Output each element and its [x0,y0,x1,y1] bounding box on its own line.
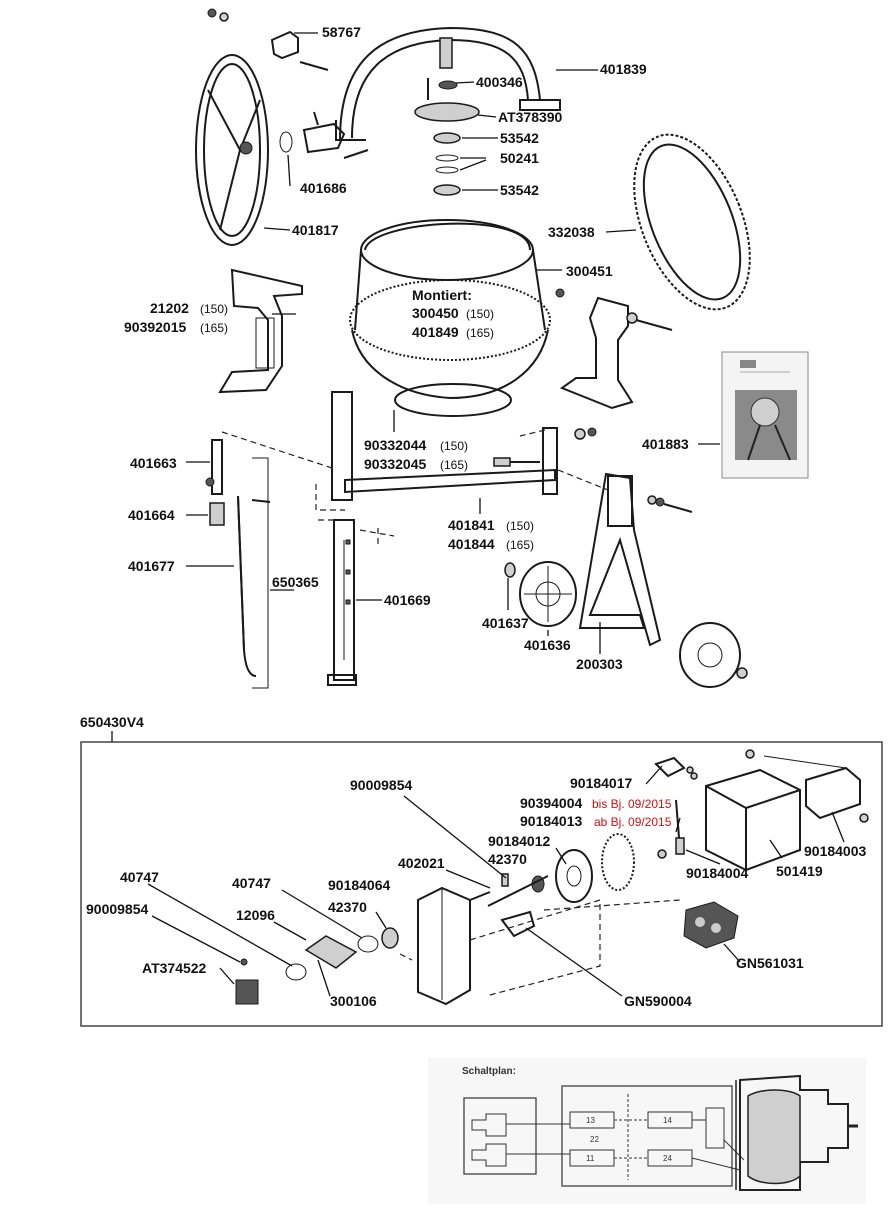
wheel-stand-200303 [578,472,748,688]
label-401839: 401839 [600,61,647,77]
assembly-dash-lines [221,429,609,548]
label-90332045-note: (165) [440,458,468,472]
label-401686: 401686 [300,180,347,196]
wiring-schematic: Schaltplan: 13 11 14 24 22 [428,1058,866,1204]
motor-plate-402021 [417,873,549,1006]
label-21202-note: (150) [200,302,228,316]
motor-leader-lines [147,765,845,997]
label-90184012: 90184012 [488,833,551,849]
label-21202: 21202 [150,300,189,316]
label-58767: 58767 [322,24,361,40]
frame-crossbar-401841 [331,391,597,501]
label-401677: 401677 [128,558,175,574]
label-90184004: 90184004 [686,865,749,881]
label-401883: 401883 [642,436,689,452]
locking-pin-group [205,439,271,689]
side-bracket-right [555,288,673,410]
label-90184017: 90184017 [570,775,633,791]
label-gn561031: GN561031 [736,955,804,971]
label-650365: 650365 [272,574,319,590]
label-401844-note: (165) [506,538,534,552]
manual-booklet-401883 [721,351,809,479]
label-300450: 300450 [412,305,459,321]
label-90184013: 90184013 [520,813,583,829]
schematic-title: Schaltplan: [462,1066,516,1077]
center-shaft-stack [414,37,480,196]
label-40747-a: 40747 [120,869,159,885]
label-300450-note: (150) [466,307,494,321]
label-50241: 50241 [500,150,539,166]
label-53542-a: 53542 [500,130,539,146]
svg-text:14: 14 [663,1116,672,1125]
pulley-and-belt [531,833,667,903]
label-401849-note: (165) [466,326,494,340]
upper-exploded-view [195,8,809,689]
label-90332045: 90332045 [364,456,427,472]
hand-wheel-401817 [195,54,369,246]
svg-text:24: 24 [663,1154,672,1163]
label-401841: 401841 [448,517,495,533]
label-501419: 501419 [776,863,823,879]
label-402021: 402021 [398,855,445,871]
label-401637: 401637 [482,615,529,631]
label-12096: 12096 [236,907,275,923]
note-90394004: bis Bj. 09/2015 [592,797,672,811]
upper-labels: 58767 401839 400346 AT378390 53542 50241… [124,24,689,672]
motor-box-title: 650430V4 [80,714,144,730]
label-90009854-left: 90009854 [86,901,149,917]
label-42370-b: 42370 [328,899,367,915]
label-90009854-top: 90009854 [350,777,413,793]
label-90392015: 90392015 [124,319,187,335]
motor-gn561031 [683,901,739,949]
montiert-title: Montiert: [412,287,472,303]
label-401841-note: (150) [506,519,534,533]
label-40747-b: 40747 [232,875,271,891]
label-90184064: 90184064 [328,877,391,893]
motor-labels: 90009854 90184017 90394004 bis Bj. 09/20… [86,775,867,1009]
label-401849: 401849 [412,324,459,340]
label-400346: 400346 [476,74,523,90]
svg-text:13: 13 [586,1116,595,1125]
label-gn590004: GN590004 [624,993,692,1009]
upper-leader-lines [186,32,720,654]
wheel-401636 [504,561,577,627]
label-90184003: 90184003 [804,843,867,859]
label-401636: 401636 [524,637,571,653]
label-401664: 401664 [128,507,175,523]
label-at374522: AT374522 [142,960,207,976]
label-401663: 401663 [130,455,177,471]
leg-401669 [327,519,357,686]
label-300451: 300451 [566,263,613,279]
nut-washer-58767-group [207,8,329,71]
label-401844: 401844 [448,536,495,552]
svg-text:11: 11 [586,1154,595,1163]
label-300106: 300106 [330,993,377,1009]
gear-ring-332038 [633,133,751,311]
motor-assembly-box: 650430V4 [80,714,883,1027]
motor-housing-501419 [705,749,869,872]
label-90332044-note: (150) [440,439,468,453]
svg-text:22: 22 [590,1135,599,1144]
mixing-drum-300451 [349,219,551,417]
side-bracket-left [218,268,303,394]
label-332038: 332038 [548,224,595,240]
label-401817: 401817 [292,222,339,238]
label-90332044: 90332044 [364,437,427,453]
label-53542-b: 53542 [500,182,539,198]
motor-box-dash-lines [399,899,681,997]
label-at378390: AT378390 [498,109,563,125]
motor-box-frame [80,741,883,1027]
label-90394004: 90394004 [520,795,583,811]
label-200303: 200303 [576,656,623,672]
label-401669: 401669 [384,592,431,608]
label-90392015-note: (165) [200,321,228,335]
label-42370-a: 42370 [488,851,527,867]
small-parts-left [235,927,399,1005]
note-90184013: ab Bj. 09/2015 [594,815,672,829]
